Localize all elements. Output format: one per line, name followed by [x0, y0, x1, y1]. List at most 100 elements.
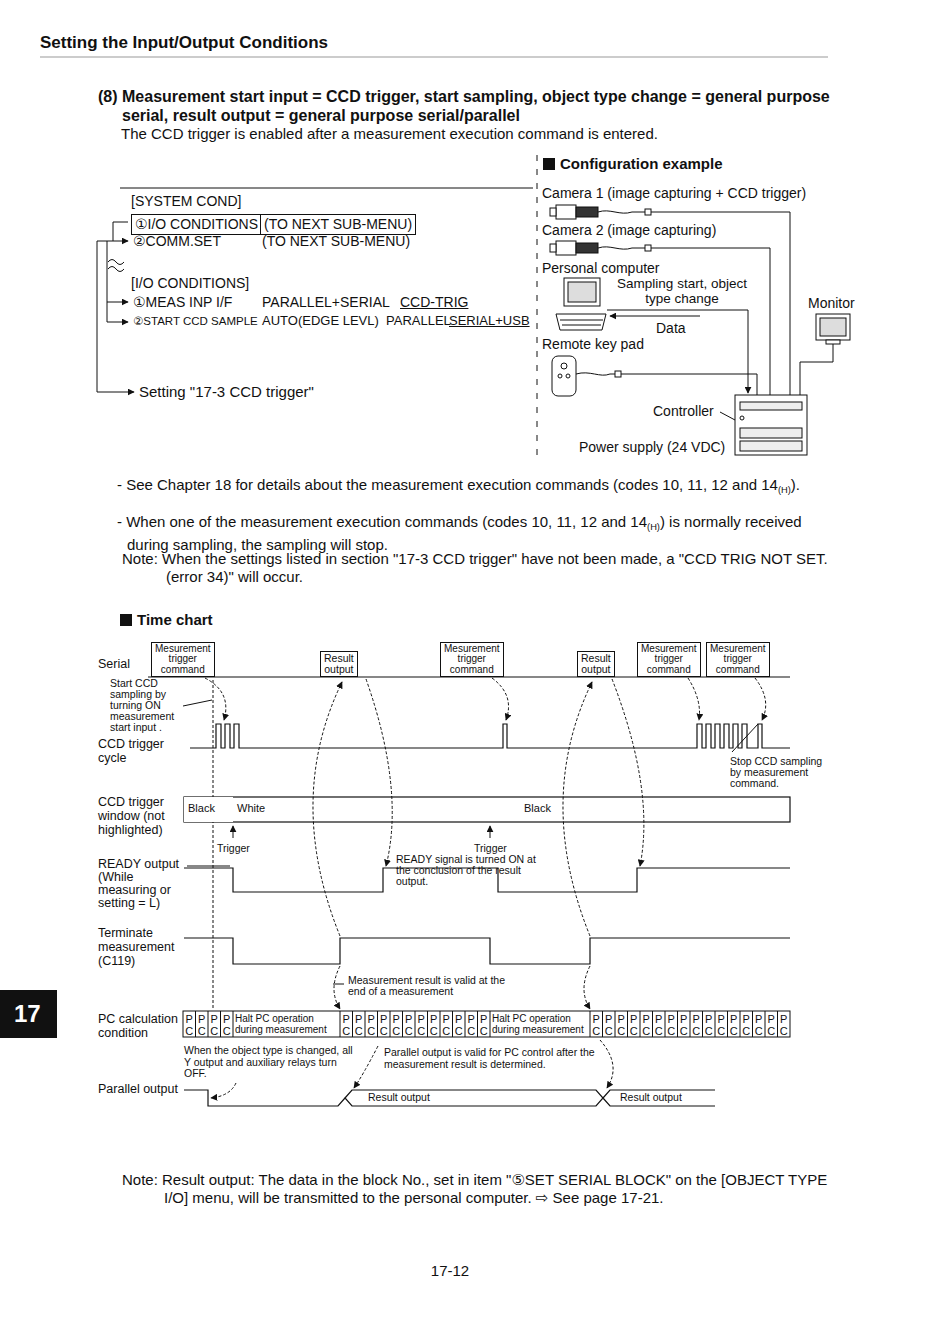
timing-dashed-line	[600, 1040, 613, 1088]
callout-text: Parallel output is valid for PC control …	[384, 1047, 596, 1070]
callout-text: Measurement result is valid at the end o…	[348, 975, 520, 997]
node-text: Black	[188, 802, 229, 815]
trigger-arrow	[732, 724, 758, 752]
timing-dashed-line	[334, 966, 340, 1009]
header-rule	[40, 57, 828, 58]
serial-command-box: Mesurement trigger command	[637, 642, 701, 678]
table-cell: P C	[715, 1013, 728, 1037]
trigger-arrow	[183, 700, 758, 984]
menu-bracket	[108, 260, 124, 272]
table-cell: P C	[653, 1013, 666, 1037]
monitor-icon	[820, 318, 846, 336]
signal-name: CCD trigger window (not highlighted)	[98, 795, 190, 837]
pc-cell-grid	[195, 1011, 196, 1037]
trigger-window-segment: Black	[520, 797, 790, 822]
chapter-tab-number: 17	[14, 1000, 41, 1028]
table-cell: P C	[640, 1013, 653, 1037]
wire	[607, 212, 833, 420]
menu-bracket	[120, 188, 533, 189]
device-label: Monitor	[808, 295, 855, 311]
page-number: 17-12	[431, 1262, 469, 1279]
wire	[720, 412, 735, 420]
section-square	[120, 614, 132, 626]
table-cell: P C	[765, 1013, 778, 1037]
trigger-window-segment: White	[233, 797, 520, 822]
signal-label: Data	[656, 320, 686, 336]
pc-icon	[556, 314, 606, 330]
timing-dashed-line	[205, 678, 766, 1098]
camera-cable	[598, 247, 645, 249]
timing-dashed-line	[612, 679, 644, 866]
table-cell: P C	[196, 1013, 209, 1037]
device-label: Controller	[653, 403, 714, 419]
section-heading: (8) Measurement start input = CCD trigge…	[98, 87, 857, 125]
bullet-paragraph: - When one of the measurement execution …	[117, 513, 832, 554]
trigger-arrow	[183, 700, 212, 706]
bullet-paragraph: - See Chapter 18 for details about the m…	[117, 476, 832, 499]
table-cell: P C	[183, 1013, 196, 1037]
timing-dashed-line	[354, 1046, 378, 1088]
table-cell: P C	[453, 1013, 466, 1037]
controller-icon	[740, 402, 802, 410]
trigger-arrow	[490, 826, 491, 838]
node-text: Mesurement trigger command	[155, 644, 211, 676]
trigger-arrow	[333, 984, 344, 985]
pc-cell-grid	[377, 1011, 378, 1037]
pc-cell-grid	[365, 1011, 366, 1037]
node-text: Result output	[581, 653, 611, 675]
menu-item: ②COMM.SET	[133, 233, 221, 249]
timing-dashed-line	[211, 1083, 236, 1098]
camera-icon	[556, 241, 576, 255]
bus-label: Result output	[368, 1091, 430, 1103]
camera-icon	[556, 205, 576, 219]
camera-cable	[645, 209, 651, 215]
wire	[610, 316, 700, 317]
pc-cell-grid	[477, 1011, 478, 1037]
pc-cell-grid	[590, 1011, 591, 1037]
section-heading: Time chart	[137, 611, 213, 628]
remote-icon	[552, 356, 576, 396]
controller-icon	[740, 416, 744, 420]
timing-dashed-line	[563, 682, 592, 936]
pc-cell-grid	[615, 1011, 616, 1037]
wire	[800, 344, 833, 395]
pc-cell-grid	[677, 1011, 678, 1037]
waveform	[184, 938, 790, 964]
pc-cell-grid	[390, 1011, 391, 1037]
remote-icon	[576, 373, 615, 375]
node-text: ①I/O CONDITIONS	[135, 216, 258, 233]
pc-cell-grid	[465, 1011, 466, 1037]
waveform	[345, 1090, 603, 1106]
table-cell: Halt PC operation during measurement	[233, 1013, 340, 1035]
camera-icon	[550, 244, 556, 252]
remote-icon	[615, 371, 621, 377]
node-text: (TO NEXT SUB-MENU)	[264, 216, 412, 233]
serial-command-box: Mesurement trigger command	[440, 642, 504, 678]
controller-icon	[740, 441, 802, 451]
pc-cell-grid	[715, 1011, 716, 1037]
timing-dashed-line	[584, 966, 590, 1009]
wire	[621, 374, 757, 395]
callout-text: Trigger	[217, 842, 250, 854]
node-text: Result output	[324, 653, 354, 675]
menu-bracket	[107, 241, 108, 322]
menu-option-selected: SERIAL+USB	[449, 313, 530, 328]
subscript-text: (H)	[647, 522, 660, 532]
pc-icon	[568, 282, 596, 302]
menu-note: Setting "17-3 CCD trigger"	[139, 383, 314, 400]
menu-item: ②START CCD SAMPLE	[133, 314, 258, 328]
timing-dashed-line	[688, 678, 700, 720]
menu-option-selected: CCD-TRIG	[400, 294, 468, 310]
bullet-text: - When one of the measurement execution …	[117, 513, 647, 530]
remote-icon	[566, 374, 570, 378]
page-header: Setting the Input/Output Conditions	[40, 33, 328, 53]
device-label: Camera 2 (image capturing)	[542, 222, 716, 238]
bullet-text: - See Chapter 18 for details about the m…	[117, 476, 778, 493]
node-text: Mesurement trigger command	[641, 644, 697, 676]
table-cell: Halt PC operation during measurement	[490, 1013, 590, 1035]
trigger-window-segment: Black	[184, 797, 233, 822]
timing-dashed-line	[205, 678, 226, 720]
signal-name: Parallel output	[98, 1082, 178, 1096]
table-cell: P C	[428, 1013, 441, 1037]
node-text: Black	[524, 802, 786, 815]
